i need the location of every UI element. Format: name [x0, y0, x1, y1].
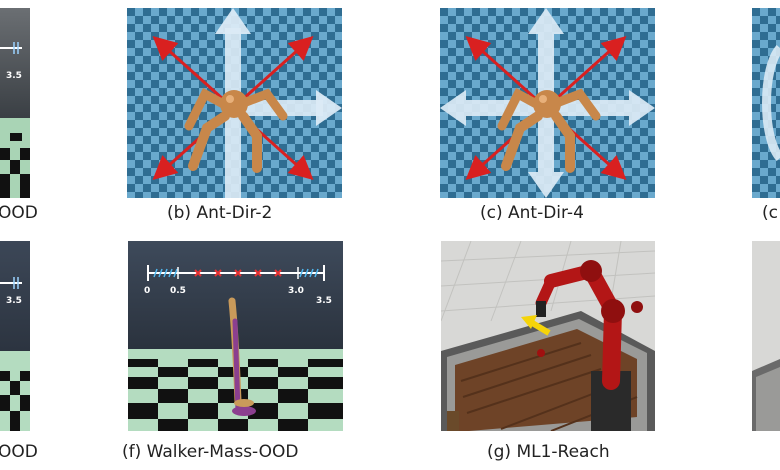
panel-e: 3.5	[0, 241, 30, 431]
panel-b	[127, 8, 342, 198]
caption-c: (c) Ant-Dir-4	[480, 203, 584, 223]
panel-a: 3.5	[0, 8, 30, 198]
red-marks-icon	[194, 269, 282, 277]
panel-f: 0 0.5 3.0 3.5	[128, 241, 343, 431]
panel-f-scene: 0 0.5 3.0 3.5	[128, 241, 343, 431]
caption-g: (g) ML1-Reach	[487, 442, 610, 462]
ant-robot-icon	[497, 87, 601, 173]
panel-e-scale-label: 3.5	[6, 296, 22, 306]
scale-label-right: 3.5	[316, 296, 332, 306]
panel-c-scene	[440, 8, 655, 198]
scale-label-zero: 0	[144, 286, 150, 296]
goal-arrow-icon	[521, 315, 551, 336]
panel-d-scene	[752, 8, 780, 198]
panel-b-scene	[127, 8, 342, 198]
panel-h	[752, 241, 780, 431]
sawyer-robot-arm-icon	[535, 260, 643, 431]
panel-c	[440, 8, 655, 198]
caption-e: OOD	[0, 442, 38, 462]
panel-g	[441, 241, 655, 431]
panel-a-scene	[0, 8, 30, 198]
checker-floor	[128, 359, 343, 431]
mass-scale-bar: 0 0.5 3.0 3.5	[144, 265, 332, 306]
scale-label-half: 0.5	[170, 286, 186, 296]
panel-d	[752, 8, 780, 198]
caption-d: (c	[762, 203, 778, 223]
ant-robot-icon	[184, 87, 288, 173]
panel-h-scene	[752, 241, 780, 431]
caption-f: (f) Walker-Mass-OOD	[122, 442, 299, 462]
panel-e-scene	[0, 241, 30, 431]
walker-robot-icon	[228, 297, 256, 416]
caption-b: (b) Ant-Dir-2	[167, 203, 273, 223]
caption-a: OOD	[0, 203, 38, 223]
panel-g-scene	[441, 241, 655, 431]
scale-label-three: 3.0	[288, 286, 304, 296]
panel-a-scale-label: 3.5	[6, 71, 22, 81]
